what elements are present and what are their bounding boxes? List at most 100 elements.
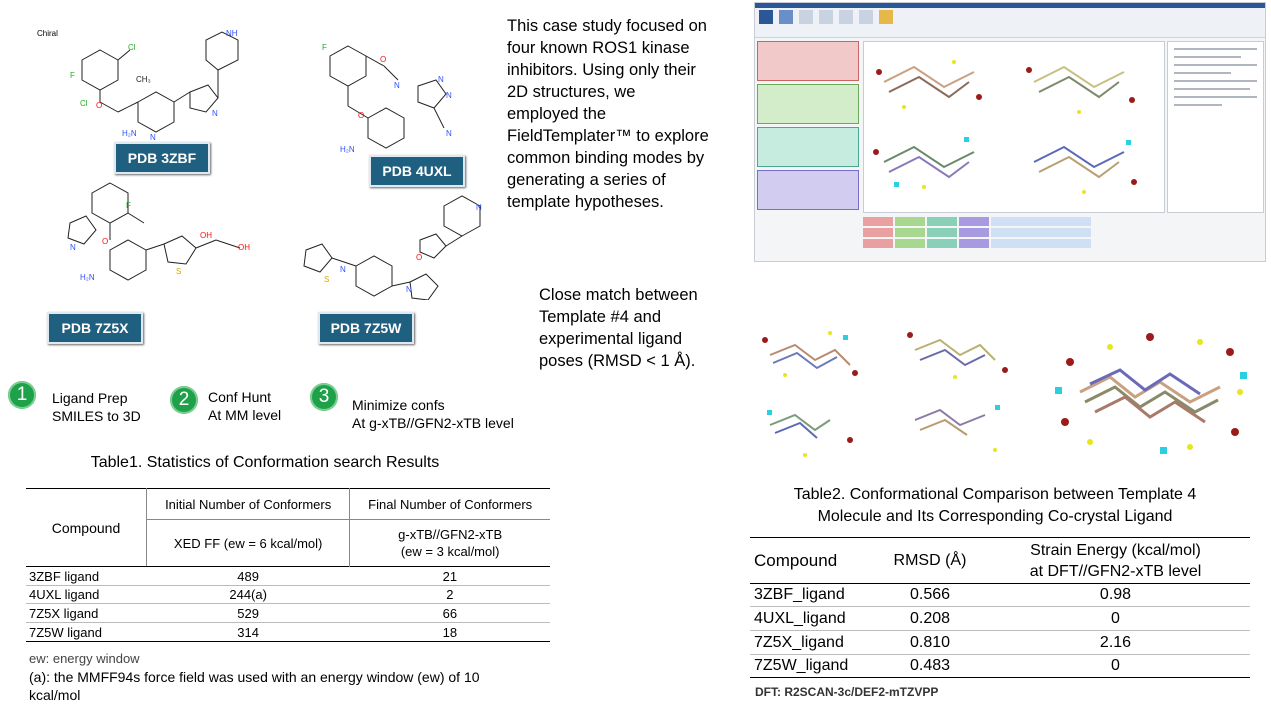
intro-line: common binding modes by <box>507 149 705 167</box>
table1-compound-cell: 7Z5W ligand <box>29 624 102 640</box>
table2-strain-cell: 0 <box>1111 657 1120 674</box>
svg-text:CH₃: CH₃ <box>136 75 151 84</box>
table1-final-cell: 21 <box>442 568 458 584</box>
svg-text:H₂N: H₂N <box>80 273 95 282</box>
table1-final-header: Final Number of Conformers <box>349 488 550 520</box>
table2-rmsd-cell: 0.208 <box>909 609 951 627</box>
svg-text:H₂N: H₂N <box>340 145 355 154</box>
table1-initial-cell: 244(a) <box>229 587 267 602</box>
table2-compound-cell: 4UXL_ligand <box>754 609 846 627</box>
svg-text:N: N <box>476 203 482 212</box>
table1-final-subheader-line1: g-xTB//GFN2-xTB <box>398 527 503 542</box>
intro-line: inhibitors. Using only their <box>507 61 696 79</box>
molecule-3zbf-structure: Cl F Cl O H₂N N N NH CH₃ <box>70 30 239 142</box>
svg-text:O: O <box>380 55 386 64</box>
svg-text:N: N <box>70 243 76 252</box>
table1-final-subheader-line2: (ew = 3 kcal/mol) <box>400 544 500 559</box>
svg-text:F: F <box>322 43 327 52</box>
intro-line: This case study focused on <box>507 17 707 35</box>
table2-caption-line2: Molecule and Its Corresponding Co-crysta… <box>817 508 1173 525</box>
table1-row: 3ZBF ligand 489 21 <box>26 567 550 586</box>
conformational-comparison-table: Compound RMSD (Å) Strain Energy (kcal/mo… <box>750 537 1250 678</box>
table2-rmsd-header: RMSD (Å) <box>893 551 967 569</box>
table1-final-cell: 66 <box>442 605 458 621</box>
table1-note-a-line1: (a): the MMFF94s force field was used wi… <box>29 669 480 685</box>
step-3-line1: Minimize confs <box>352 397 445 413</box>
svg-text:N: N <box>394 81 400 90</box>
svg-text:O: O <box>416 253 422 262</box>
match-paragraph: Close match between Template #4 and expe… <box>539 284 739 372</box>
molecule-7z5w-structure: S N N O N <box>303 195 482 300</box>
table2-rmsd-cell: 0.483 <box>909 657 951 674</box>
table2-strain-header-line2: at DFT//GFN2-xTB level <box>1029 562 1202 580</box>
table1-initial-cell: 314 <box>237 624 259 640</box>
table1-compound-cell: 4UXL ligand <box>29 587 100 602</box>
table2-row: 3ZBF_ligand 0.566 0.98 <box>750 584 1250 607</box>
intro-line: FieldTemplater™ to explore <box>507 127 709 145</box>
table1-initial-cell: 489 <box>237 568 259 584</box>
intro-line: generating a series of <box>507 171 666 189</box>
table2-row: 7Z5X_ligand 0.810 2.16 <box>750 631 1250 655</box>
table1-final-cell: 2 <box>446 587 454 602</box>
table2-row: 7Z5W_ligand 0.483 0 <box>750 655 1250 678</box>
step-1-text: Ligand Prep SMILES to 3D <box>52 389 141 425</box>
svg-text:Cl: Cl <box>80 99 88 108</box>
step-2-line1: Conf Hunt <box>208 389 272 405</box>
step-3-line2: At g-xTB//GFN2-xTB level <box>352 415 514 431</box>
step-1-line2: SMILES to 3D <box>52 408 141 424</box>
svg-text:O: O <box>96 101 102 110</box>
step-3-circle: 3 <box>310 383 338 411</box>
table2-strain-header-line1: Strain Energy (kcal/mol) <box>1030 541 1201 559</box>
step-1-line1: Ligand Prep <box>52 390 128 406</box>
intro-line: 2D structures, we <box>507 83 636 101</box>
table1-initial-subheader: XED FF (ew = 6 kcal/mol) <box>145 519 350 567</box>
match-line: Template #4 and <box>539 308 662 326</box>
match-line: poses (RMSD < 1 Å). <box>539 352 696 370</box>
table1-row: 7Z5W ligand 314 18 <box>26 623 550 642</box>
svg-text:N: N <box>406 285 412 294</box>
svg-text:N: N <box>446 129 452 138</box>
table1-row: 4UXL ligand 244(a) 2 <box>26 586 550 604</box>
svg-text:NH: NH <box>226 30 238 38</box>
table1-initial-header: Initial Number of Conformers <box>145 488 350 520</box>
svg-text:OH: OH <box>238 243 250 252</box>
molecule-4uxl-structure: F O N N N N O H₂N <box>322 43 452 154</box>
table1-initial-cell: 529 <box>237 605 259 621</box>
table2-row: 4UXL_ligand 0.208 0 <box>750 607 1250 631</box>
fieldtemplater-screenshot <box>754 2 1266 262</box>
table2-rmsd-cell: 0.566 <box>909 586 951 603</box>
table2-rmsd-cell: 0.810 <box>909 633 951 651</box>
chiral-label: Chiral <box>37 29 58 38</box>
svg-text:N: N <box>438 75 444 84</box>
svg-text:F: F <box>70 71 75 80</box>
table2-compound-cell: 7Z5W_ligand <box>754 657 849 674</box>
overlay-large-image <box>1055 333 1247 454</box>
table1-note-ew: ew: energy window <box>29 651 140 666</box>
table2-strain-cell: 0.98 <box>1099 586 1132 603</box>
pdb-7z5x-badge: PDB 7Z5X <box>47 312 143 344</box>
svg-text:N: N <box>340 265 346 274</box>
overlay-grid-image <box>762 331 1008 457</box>
match-line: experimental ligand <box>539 330 683 348</box>
step-1-circle: 1 <box>8 381 36 409</box>
table1-compound-header: Compound <box>26 488 147 567</box>
svg-text:Cl: Cl <box>128 43 136 52</box>
conformer-statistics-table: Compound Initial Number of Conformers Fi… <box>26 488 550 642</box>
step-2-text: Conf Hunt At MM level <box>208 388 281 424</box>
svg-text:O: O <box>102 237 108 246</box>
intro-paragraph: This case study focused on four known RO… <box>507 15 747 213</box>
table1-caption: Table1. Statistics of Conformation searc… <box>90 454 440 471</box>
table1-compound-cell: 7Z5X ligand <box>29 605 99 621</box>
match-line: Close match between <box>539 286 698 304</box>
table1-final-cell: 18 <box>442 624 458 640</box>
svg-text:OH: OH <box>200 231 212 240</box>
step-2-circle: 2 <box>170 386 198 414</box>
svg-text:H₂N: H₂N <box>122 129 137 138</box>
table1-notes: ew: energy window (a): the MMFF94s force… <box>29 650 559 704</box>
intro-line: four known ROS1 kinase <box>507 39 690 57</box>
step-3-text: Minimize confs At g-xTB//GFN2-xTB level <box>352 396 514 432</box>
table2-compound-cell: 7Z5X_ligand <box>754 633 844 651</box>
table1-row: 7Z5X ligand 529 66 <box>26 604 550 623</box>
svg-text:F: F <box>126 201 131 210</box>
svg-text:N: N <box>150 133 156 142</box>
